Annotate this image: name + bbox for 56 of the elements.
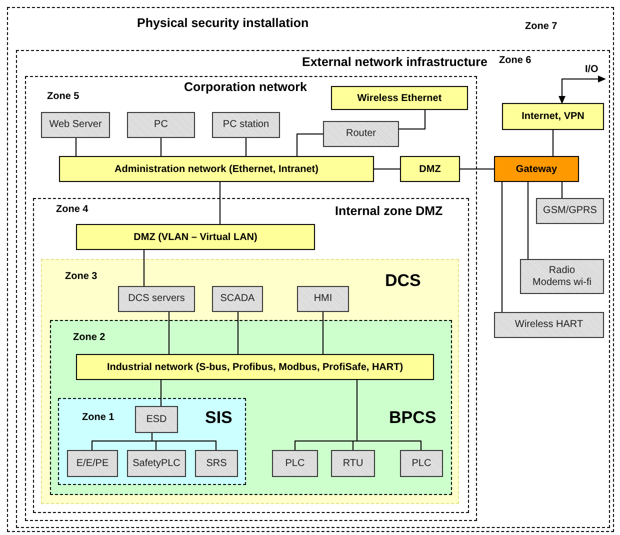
zone-label: DCS <box>385 271 421 291</box>
network-box: Administration network (Ethernet, Intranet) <box>59 156 374 182</box>
device-box: ESD <box>135 406 178 433</box>
device-box: SafetyPLC <box>127 450 186 477</box>
zone-title: Zone 2 <box>73 332 106 343</box>
edge-label: I/O <box>584 64 600 75</box>
zone-area <box>41 259 459 504</box>
network-box: Internet, VPN <box>502 103 604 130</box>
zone-area <box>50 320 452 495</box>
gateway-box: Gateway <box>494 156 579 182</box>
connector-line <box>322 312 324 354</box>
connector-line <box>168 312 170 354</box>
device-box: PC <box>127 112 195 138</box>
zone-title: Zone 4 <box>56 204 88 215</box>
zone-title: Physical security installation <box>137 16 309 30</box>
connector-line <box>460 168 494 170</box>
network-box: DMZ <box>400 156 460 182</box>
connector-line <box>160 380 162 406</box>
device-box: Router <box>323 121 399 147</box>
arrow <box>558 76 606 104</box>
connector-line <box>374 168 400 170</box>
network-box: DMZ (VLAN – Virtual LAN) <box>76 224 315 250</box>
zone-label: SIS <box>205 408 232 428</box>
connector-line <box>552 130 554 156</box>
device-box: HMI <box>297 286 349 312</box>
connector-line <box>152 432 216 450</box>
zone-title: Corporation network <box>184 80 307 94</box>
connector-line <box>296 134 324 156</box>
device-box: GSM/GPRS <box>536 198 604 224</box>
zone-label: Internal zone DMZ <box>335 204 443 218</box>
device-box: PLC <box>272 450 318 477</box>
zone-label: Zone 5 <box>47 91 80 102</box>
zone-boundary <box>25 76 477 521</box>
zone-label: BPCS <box>389 408 436 428</box>
connector-line <box>356 380 422 450</box>
device-box: Radio Modems wi-fi <box>520 259 604 294</box>
device-box: E/E/PE <box>67 450 118 477</box>
network-box: Wireless Ethernet <box>331 86 468 110</box>
device-box: PLC <box>400 450 443 477</box>
device-box: RTU <box>331 450 375 477</box>
zone-title: External network infrastructure <box>302 55 488 69</box>
device-box: DCS servers <box>118 286 195 312</box>
network-box: Industrial network (S-bus, Profibus, Modbus, ProfiSafe, HART) <box>76 354 434 380</box>
zone-title: Zone 3 <box>65 271 98 282</box>
device-box: Web Server <box>41 112 110 138</box>
device-box: PC station <box>212 112 280 138</box>
zone-title: Zone 1 <box>82 412 114 423</box>
zone-label: Zone 7 <box>525 21 558 32</box>
zone-area <box>58 398 246 485</box>
zone-label: Zone 6 <box>499 55 532 66</box>
connector-line <box>398 110 426 130</box>
zone-boundary <box>33 198 469 513</box>
device-box: SCADA <box>212 286 263 312</box>
device-box: SRS <box>195 450 238 477</box>
connector-line <box>160 138 162 156</box>
device-box: Wireless HART <box>494 312 604 338</box>
